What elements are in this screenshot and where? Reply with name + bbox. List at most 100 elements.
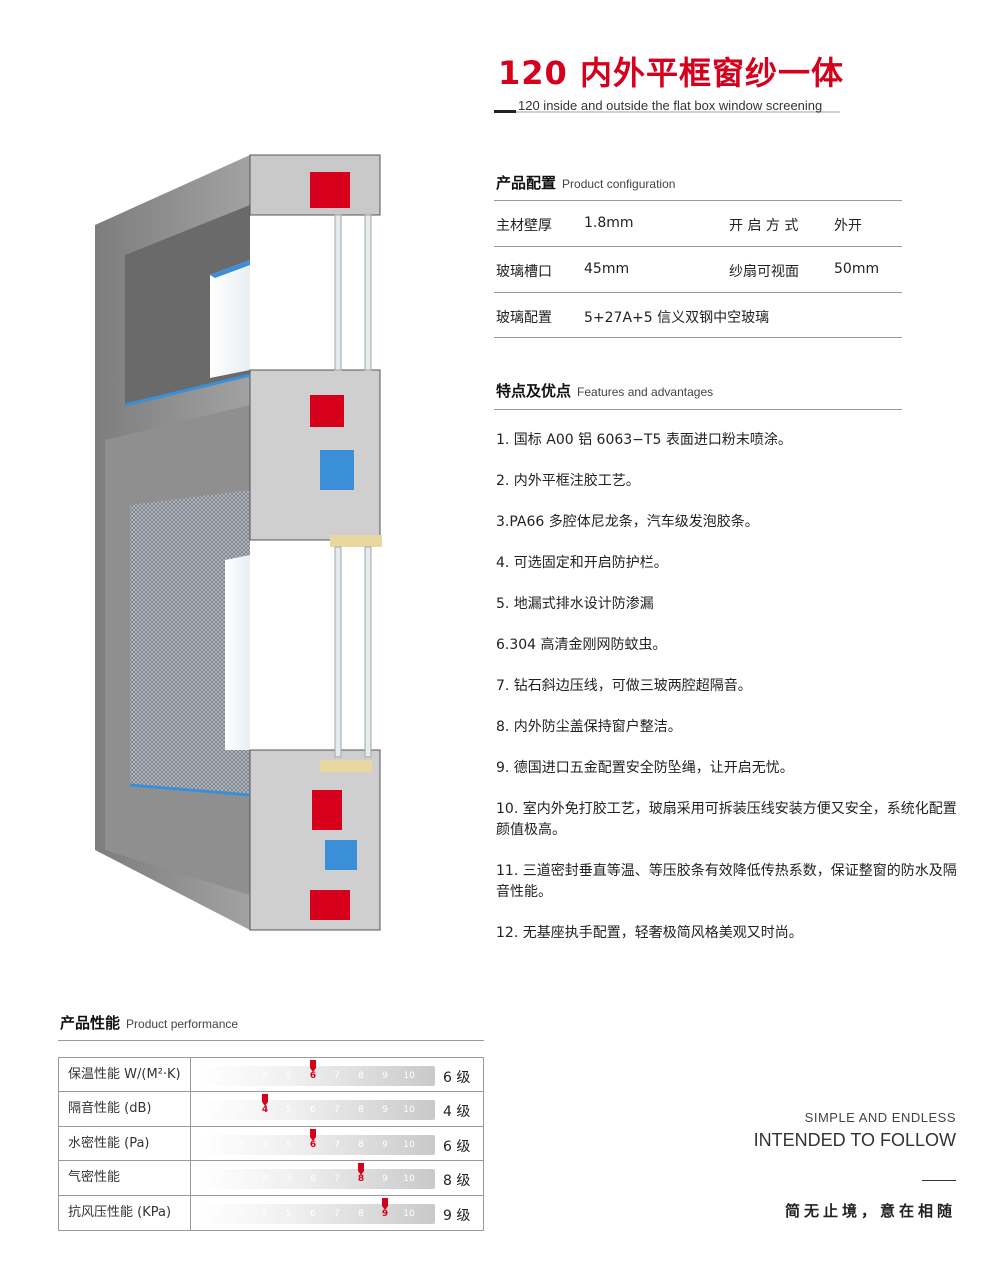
slogan-line-2: INTENDED TO FOLLOW <box>753 1130 956 1150</box>
config-table: 主材壁厚 1.8mm 开 启 方 式 外开 玻璃槽口 45mm 纱扇可视面 50… <box>494 200 902 338</box>
rating-marker <box>310 1060 316 1072</box>
slogan-cn: 简无止境，意在相随 <box>784 1202 956 1220</box>
performance-heading: 产品性能 Product performance <box>60 1012 238 1033</box>
rating-tick: 5 <box>286 1139 292 1150</box>
rating-tick: 9 <box>382 1139 388 1150</box>
performance-grade: 4 级 <box>443 1104 471 1121</box>
performance-heading-cn: 产品性能 <box>60 1014 121 1032</box>
rating-tick: 3 <box>238 1071 244 1081</box>
rating-tick: 2 <box>214 1139 220 1150</box>
feature-item: 5. 地漏式排水设计防渗漏 <box>496 596 654 612</box>
performance-label: 水密性能 (Pa) <box>59 1126 191 1161</box>
feature-item: 4. 可选固定和开启防护栏。 <box>496 555 668 571</box>
config-key: 主材壁厚 <box>496 218 552 234</box>
rating-tick: 5 <box>286 1105 292 1116</box>
config-value: 45mm <box>584 261 630 277</box>
config-value: 外开 <box>834 218 862 234</box>
rating-tick: 7 <box>334 1208 340 1219</box>
rating-tick: 3 <box>238 1208 244 1219</box>
rating-tick: 6 <box>309 1071 317 1081</box>
config-value: 5+27A+5 信义双钢中空玻璃 <box>584 310 770 326</box>
rating-tick: 5 <box>286 1071 292 1081</box>
rating-tick: 8 <box>358 1208 364 1219</box>
performance-grade: 6 级 <box>443 1138 471 1155</box>
rating-tick: 8 <box>358 1105 364 1116</box>
features-heading-cn: 特点及优点 <box>496 382 572 400</box>
performance-label: 抗风压性能 (KPa) <box>59 1195 191 1230</box>
feature-item: 12. 无基座执手配置，轻奢极简风格美观又时尚。 <box>496 925 803 941</box>
performance-grade: 9 级 <box>443 1207 471 1224</box>
config-key: 玻璃槽口 <box>496 264 552 280</box>
rating-tick: 4 <box>262 1139 268 1150</box>
feature-item: 10. 室内外免打胶工艺，玻扇采用可拆装压线安装方便又安全，系统化配置颜值极高。 <box>496 801 957 838</box>
rating-tick: 10 <box>403 1139 415 1150</box>
config-heading-cn: 产品配置 <box>496 174 557 192</box>
rating-tick: 2 <box>214 1174 220 1185</box>
rating-tick: 6 <box>309 1139 317 1150</box>
rating-tick: 9 <box>382 1105 388 1116</box>
feature-item: 2. 内外平框注胶工艺。 <box>496 473 640 489</box>
rating-tick: 3 <box>238 1105 244 1116</box>
performance-label: 气密性能 <box>59 1161 191 1195</box>
rating-tick: 10 <box>403 1208 415 1219</box>
performance-label: 保温性能 W/(M²·K) <box>59 1058 191 1092</box>
rating-marker <box>262 1094 268 1107</box>
performance-grade: 6 级 <box>443 1070 471 1086</box>
rating-tick: 5 <box>286 1174 292 1185</box>
rating-tick: 3 <box>238 1174 244 1185</box>
config-key: 玻璃配置 <box>496 310 552 326</box>
rating-tick: 6 <box>310 1174 316 1185</box>
rating-tick: 7 <box>334 1071 340 1081</box>
feature-item: 3.PA66 多腔体尼龙条，汽车级发泡胶条。 <box>496 514 759 530</box>
rating-marker <box>358 1163 364 1176</box>
config-value: 1.8mm <box>584 215 634 231</box>
feature-item: 7. 钻石斜边压线，可做三玻两腔超隔音。 <box>496 678 752 694</box>
rating-tick: 6 <box>310 1105 316 1116</box>
config-row: 主材壁厚 1.8mm 开 启 方 式 外开 <box>494 200 902 246</box>
rating-marker <box>310 1128 316 1141</box>
rating-tick: 10 <box>403 1071 415 1081</box>
performance-label: 隔音性能 (dB) <box>59 1092 191 1126</box>
rating-tick: 4 <box>261 1105 269 1116</box>
config-row: 玻璃槽口 45mm 纱扇可视面 50mm <box>494 246 902 292</box>
rating-tick: 6 <box>310 1208 316 1219</box>
rating-tick: 9 <box>381 1208 389 1219</box>
rating-tick: 2 <box>214 1071 220 1081</box>
feature-item: 1. 国标 A00 铝 6063−T5 表面进口粉末喷涂。 <box>496 432 792 448</box>
feature-item: 11. 三道密封垂直等温、等压胶条有效降低传热系数，保证整窗的防水及隔音性能。 <box>496 863 957 900</box>
feature-item: 9. 德国进口五金配置安全防坠绳，让开启无忧。 <box>496 760 794 776</box>
rating-tick: 4 <box>262 1174 268 1185</box>
rating-tick: 10 <box>403 1174 415 1185</box>
performance-divider <box>58 1040 484 1041</box>
performance-grade: 8 级 <box>443 1173 471 1190</box>
performance-heading-en: Product performance <box>126 1017 239 1031</box>
title-divider <box>494 110 840 113</box>
rating-tick: 2 <box>214 1105 220 1116</box>
config-value: 50mm <box>834 261 880 277</box>
rating-tick: 8 <box>358 1071 364 1081</box>
feature-item: 6.304 高清金刚网防蚊虫。 <box>496 637 667 653</box>
config-key: 纱扇可视面 <box>729 264 799 280</box>
feature-item: 8. 内外防尘盖保持窗户整洁。 <box>496 719 682 735</box>
rating-tick: 2 <box>214 1208 220 1219</box>
slogan-line-1: SIMPLE AND ENDLESS <box>804 1110 956 1125</box>
config-row: 玻璃配置 5+27A+5 信义双钢中空玻璃 <box>494 292 902 338</box>
config-heading-en: Product configuration <box>562 177 676 191</box>
config-heading: 产品配置 Product configuration <box>496 172 675 193</box>
window-section-illustration <box>95 154 382 931</box>
rating-marker <box>382 1197 388 1210</box>
rating-tick: 7 <box>334 1174 340 1185</box>
config-key: 开 启 方 式 <box>729 218 799 234</box>
rating-tick: 8 <box>357 1174 365 1185</box>
rating-tick: 7 <box>334 1139 340 1150</box>
